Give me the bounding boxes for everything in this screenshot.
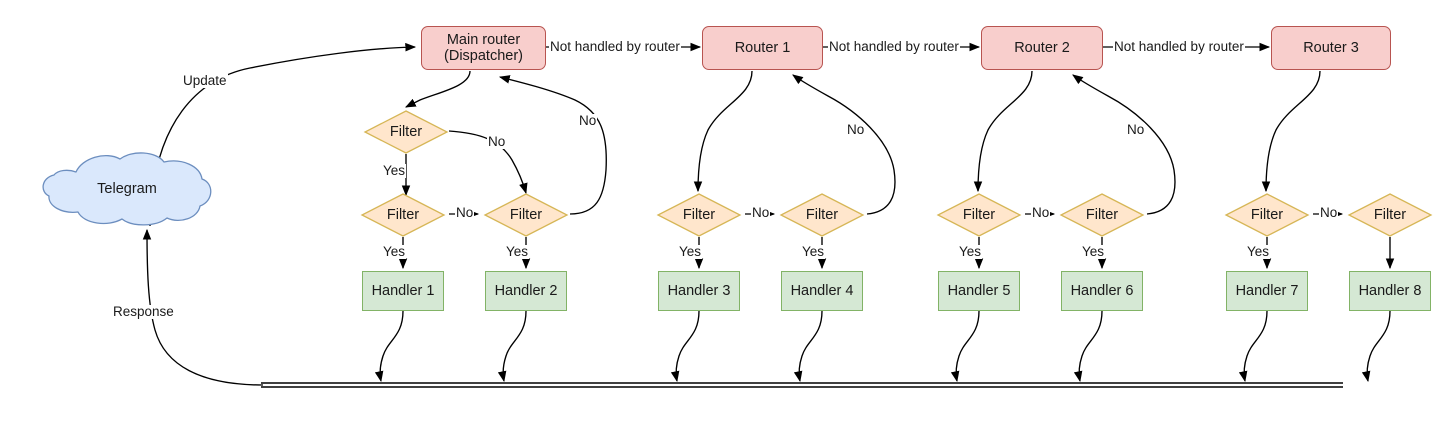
filter-6-label: Filter [1085,207,1119,223]
node-handler-8[interactable]: Handler 8 [1349,271,1431,311]
diamond-shape-icon [483,193,569,237]
diamond-shape-icon [1224,193,1310,237]
edge-label-yes-filter-5: Yes [958,244,983,259]
filter-2-label: Filter [509,207,543,223]
telegram-cloud-label: Telegram [97,181,157,197]
edge-label-yes-filter-7: Yes [1246,244,1271,259]
edge-label-yes-filter-3: Yes [678,244,703,259]
edge-label-yes-filter-4: Yes [801,244,826,259]
node-router-3[interactable]: Router 3 [1271,26,1391,70]
handler-1-label: Handler 1 [371,282,435,299]
edge-label-not-handled-1: Not handled by router [549,39,681,54]
diamond-shape-icon [1059,193,1145,237]
router-1-label: Router 1 [734,39,791,56]
edge-label-no-filter-1: No [455,205,475,220]
edge-label-no-filter-2-back: No [578,113,598,128]
router-2-label: Router 2 [1014,39,1070,56]
filter-4-label: Filter [805,207,839,223]
filter-1-label: Filter [386,207,420,223]
node-filter-2[interactable]: Filter [483,193,569,237]
handler-3-label: Handler 3 [667,282,731,299]
telegram-cloud[interactable]: Telegram [40,152,214,226]
edge-label-yes-filter-6: Yes [1081,244,1106,259]
node-handler-2[interactable]: Handler 2 [485,271,567,311]
router-3-label: Router 3 [1303,39,1359,56]
edge-label-no-filter-4-back: No [846,122,866,137]
node-handler-3[interactable]: Handler 3 [658,271,740,311]
node-handler-5[interactable]: Handler 5 [938,271,1020,311]
edge-label-response: Response [112,304,175,319]
node-handler-6[interactable]: Handler 6 [1061,271,1143,311]
handler-7-label: Handler 7 [1235,282,1299,299]
node-filter-1[interactable]: Filter [360,193,446,237]
node-handler-7[interactable]: Handler 7 [1226,271,1308,311]
filter-a-label: Filter [389,124,423,140]
filter-3-label: Filter [682,207,716,223]
node-router-1[interactable]: Router 1 [702,26,823,70]
edge-label-no-filter-7: No [1319,205,1339,220]
filter-8-label: Filter [1373,207,1407,223]
diamond-shape-icon [360,193,446,237]
handler-8-label: Handler 8 [1358,282,1422,299]
edge-label-update: Update [182,73,228,88]
response-collector-bar [261,382,1343,388]
edge-label-not-handled-3: Not handled by router [1113,39,1245,54]
handler-2-label: Handler 2 [494,282,558,299]
edge-label-no-filter-6-back: No [1126,122,1146,137]
node-filter-a[interactable]: Filter [363,110,449,154]
edge-label-yes-filter-1: Yes [382,244,407,259]
node-filter-5[interactable]: Filter [936,193,1022,237]
node-handler-1[interactable]: Handler 1 [362,271,444,311]
node-handler-4[interactable]: Handler 4 [781,271,863,311]
diamond-shape-icon [363,110,449,154]
node-filter-4[interactable]: Filter [779,193,865,237]
filter-7-label: Filter [1250,207,1284,223]
diamond-shape-icon [936,193,1022,237]
diamond-shape-icon [779,193,865,237]
main-router-label: Main router (Dispatcher) [444,31,523,64]
filter-5-label: Filter [962,207,996,223]
cloud-shape-icon [42,152,212,226]
diamond-shape-icon [656,193,742,237]
edge-label-no-filter-5: No [1031,205,1051,220]
handler-5-label: Handler 5 [947,282,1011,299]
diamond-shape-icon [1347,193,1433,237]
node-filter-6[interactable]: Filter [1059,193,1145,237]
node-filter-8[interactable]: Filter [1347,193,1433,237]
node-router-2[interactable]: Router 2 [981,26,1103,70]
node-filter-3[interactable]: Filter [656,193,742,237]
edge-label-no-filter-3: No [751,205,771,220]
node-filter-7[interactable]: Filter [1224,193,1310,237]
edge-label-yes-filter-a: Yes [382,163,407,178]
handler-4-label: Handler 4 [790,282,854,299]
edge-label-not-handled-2: Not handled by router [828,39,960,54]
edge-label-yes-filter-2: Yes [505,244,530,259]
handler-6-label: Handler 6 [1070,282,1134,299]
edge-label-no-filter-a: No [487,134,507,149]
node-main-router[interactable]: Main router (Dispatcher) [421,26,546,70]
